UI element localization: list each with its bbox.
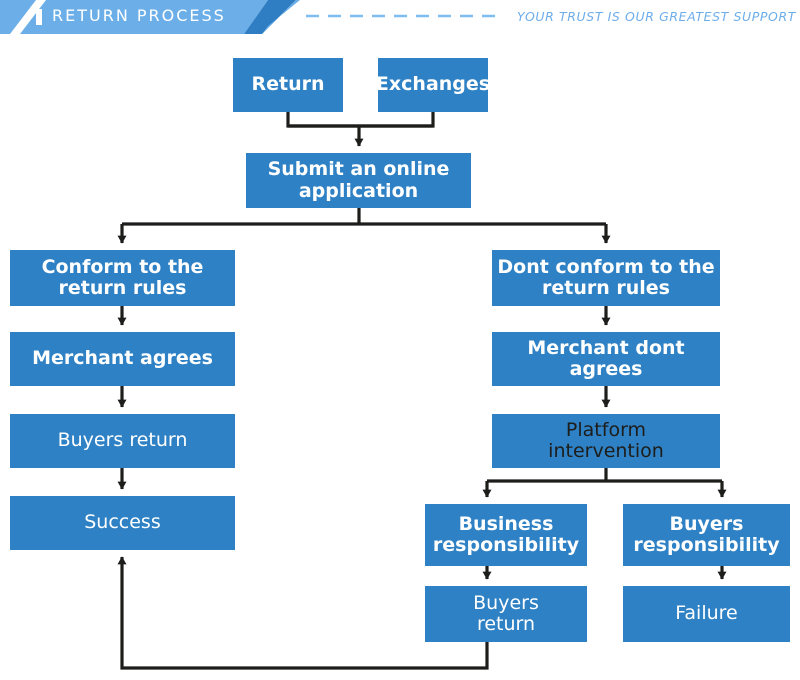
flow-node-submit-application: Submit an online application	[246, 153, 471, 208]
flow-node-label-buyers-responsibility: Buyers responsibility	[633, 512, 780, 556]
flow-node-dont-conform-rules: Dont conform to the return rules	[492, 250, 720, 306]
flow-node-success: Success	[10, 496, 235, 550]
banner-slash-decoration	[10, 0, 46, 34]
flow-node-buyers-return-left: Buyers return	[10, 414, 235, 468]
flow-node-label-exchanges: Exchanges	[375, 73, 491, 96]
flow-node-label-merchant-dont-agrees: Merchant dont agrees	[527, 336, 685, 380]
banner-shape	[0, 0, 268, 34]
flow-node-exchanges: Exchanges	[376, 58, 490, 112]
edge-return-to-submit	[286, 112, 433, 128]
edge-exchanges-to-submit	[288, 112, 435, 128]
edge-buyers-return-bottom-to-success	[117, 556, 489, 670]
flow-node-label-buyers-return-left: Buyers return	[57, 429, 188, 452]
flow-node-label-success: Success	[84, 511, 161, 534]
flow-node-conform-rules: Conform to the return rules	[10, 250, 235, 306]
flow-node-business-responsibility: Business responsibility	[425, 504, 587, 566]
flow-node-label-platform-intervention: Platform intervention	[548, 418, 664, 462]
banner-tick-icon	[36, 9, 42, 25]
flow-node-buyers-responsibility: Buyers responsibility	[623, 504, 790, 566]
flow-node-label-business-responsibility: Business responsibility	[432, 512, 580, 556]
flow-node-buyers-return-bottom: Buyers return	[425, 586, 587, 642]
flow-node-label-conform-rules: Conform to the return rules	[41, 255, 204, 299]
header-tagline: YOUR TRUST IS OUR GREATEST SUPPORT	[516, 9, 796, 24]
flow-node-failure: Failure	[623, 586, 790, 642]
flow-node-return: Return	[233, 58, 343, 112]
flow-node-label-merchant-agrees: Merchant agrees	[32, 347, 213, 370]
flow-node-label-return: Return	[251, 73, 325, 96]
page-title: RETURN PROCESS	[52, 6, 226, 25]
flow-node-label-submit-application: Submit an online application	[267, 158, 450, 202]
banner-accent-tail	[244, 0, 296, 34]
flow-node-merchant-dont-agrees: Merchant dont agrees	[492, 332, 720, 386]
flow-node-platform-intervention: Platform intervention	[492, 414, 720, 468]
flow-node-label-failure: Failure	[675, 602, 738, 625]
flow-node-label-buyers-return-bottom: Buyers return	[473, 591, 539, 635]
flow-node-label-dont-conform-rules: Dont conform to the return rules	[497, 255, 715, 299]
header-banner	[0, 0, 498, 34]
flow-node-merchant-agrees: Merchant agrees	[10, 332, 235, 386]
